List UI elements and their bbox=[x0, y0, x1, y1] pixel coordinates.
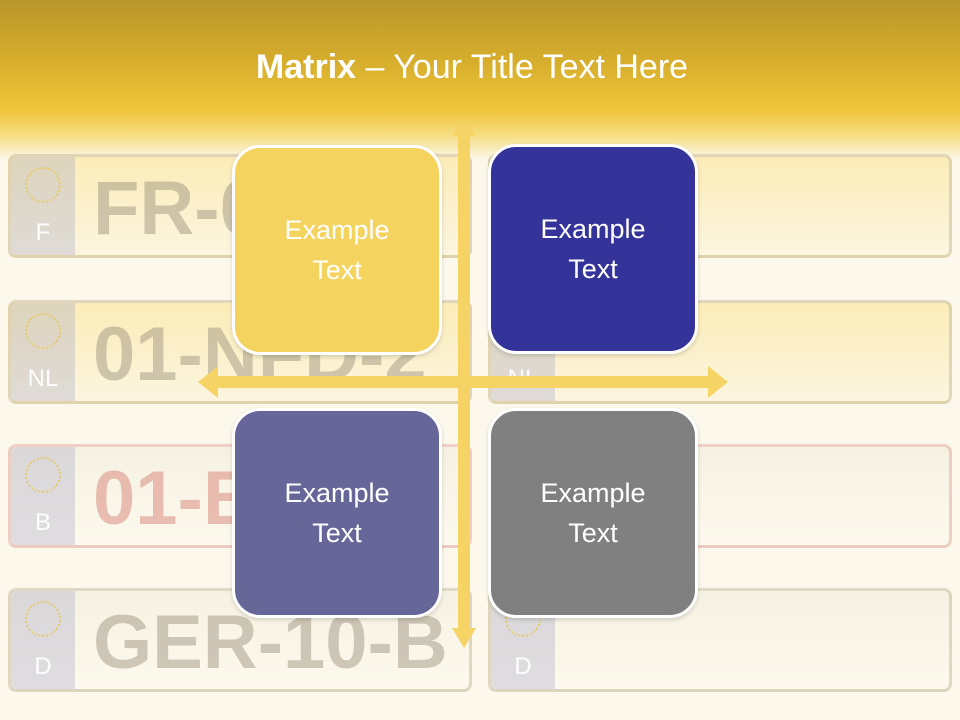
quadrant-text: Example Text bbox=[284, 478, 390, 548]
arrow-down-icon bbox=[452, 628, 476, 648]
plate-country: F bbox=[35, 219, 51, 246]
title-rest: – Your Title Text Here bbox=[356, 48, 689, 86]
quadrant-bottom-right[interactable]: Example Text bbox=[488, 408, 698, 618]
plate-number: 01-B bbox=[93, 456, 258, 541]
eu-stars-icon bbox=[25, 601, 61, 637]
eu-stars-icon bbox=[25, 167, 61, 203]
quadrant-top-right[interactable]: Example Text bbox=[488, 144, 698, 354]
horizontal-axis-arrow bbox=[214, 376, 714, 388]
eu-stars-icon bbox=[25, 457, 61, 493]
slide-title[interactable]: Matrix – Your Title Text Here bbox=[0, 48, 944, 87]
header-band bbox=[0, 0, 960, 160]
plate-country: D bbox=[514, 653, 532, 680]
quadrant-bottom-left[interactable]: Example Text bbox=[232, 408, 442, 618]
quadrant-top-left[interactable]: Example Text bbox=[232, 145, 442, 355]
plate-country: B bbox=[34, 509, 51, 536]
eu-stars-icon bbox=[25, 313, 61, 349]
quadrant-text: Example Text bbox=[540, 214, 646, 284]
quadrant-text: Example Text bbox=[284, 215, 390, 285]
arrow-left-icon bbox=[198, 366, 218, 398]
arrow-right-icon bbox=[708, 366, 728, 398]
plate-country: D bbox=[34, 653, 52, 680]
quadrant-text: Example Text bbox=[540, 478, 646, 548]
title-bold: Matrix bbox=[255, 48, 357, 86]
arrow-up-icon bbox=[452, 120, 476, 136]
plate-country: NL bbox=[27, 365, 59, 392]
